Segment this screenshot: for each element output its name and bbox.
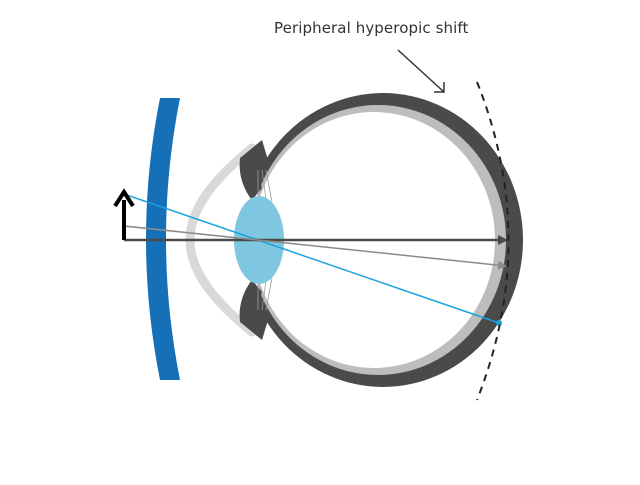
focal-surface-curve (476, 81, 510, 401)
ray-oblique (123, 225, 507, 270)
annotation-label: Peripheral hyperopic shift (274, 19, 469, 37)
peripheral-focus-point (496, 320, 502, 326)
ray-peripheral-blue (123, 193, 500, 324)
zonules (257, 169, 273, 311)
iris-upper (239, 140, 268, 200)
pointer-arrow-icon (397, 49, 445, 93)
object-arrow-icon (113, 188, 135, 240)
iris-lower (239, 280, 268, 340)
